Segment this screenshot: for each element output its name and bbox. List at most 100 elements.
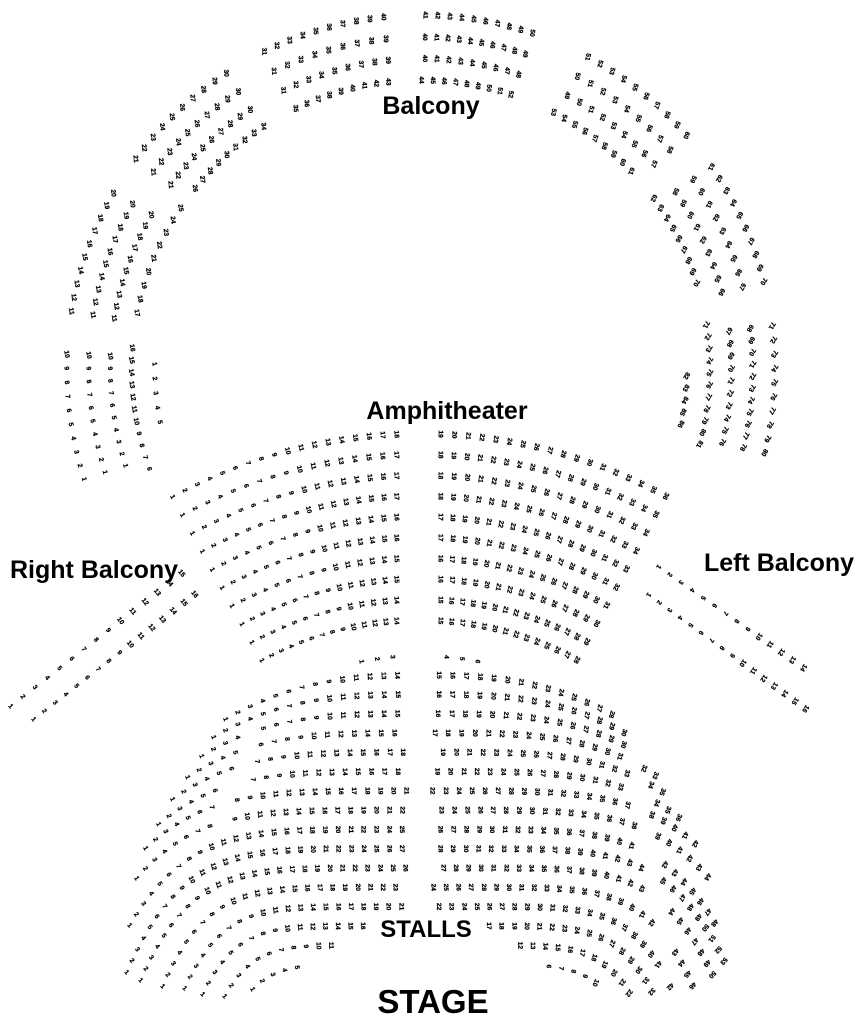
svg-text:48: 48 bbox=[505, 22, 513, 30]
svg-text:32: 32 bbox=[530, 884, 537, 892]
svg-text:41: 41 bbox=[674, 845, 684, 855]
svg-text:9: 9 bbox=[292, 510, 300, 516]
svg-text:75: 75 bbox=[704, 367, 714, 377]
svg-text:8: 8 bbox=[169, 894, 177, 901]
svg-text:27: 27 bbox=[216, 128, 224, 136]
svg-text:61: 61 bbox=[626, 166, 635, 176]
svg-text:60: 60 bbox=[681, 130, 690, 140]
svg-text:27: 27 bbox=[581, 725, 589, 734]
svg-text:28: 28 bbox=[595, 716, 604, 725]
svg-text:39: 39 bbox=[616, 897, 625, 906]
svg-text:18: 18 bbox=[394, 768, 401, 776]
svg-text:2: 2 bbox=[229, 579, 237, 586]
svg-text:49: 49 bbox=[701, 958, 711, 968]
svg-text:1: 1 bbox=[159, 983, 167, 991]
svg-text:7: 7 bbox=[63, 394, 71, 399]
svg-text:10: 10 bbox=[338, 675, 346, 683]
svg-text:20: 20 bbox=[503, 676, 511, 684]
svg-text:15: 15 bbox=[392, 575, 400, 583]
svg-text:37: 37 bbox=[314, 95, 321, 103]
svg-text:5: 5 bbox=[160, 932, 168, 939]
svg-text:53: 53 bbox=[549, 108, 557, 117]
svg-text:13: 13 bbox=[368, 557, 376, 565]
svg-text:18: 18 bbox=[363, 787, 370, 795]
svg-text:3: 3 bbox=[139, 900, 147, 907]
svg-text:11: 11 bbox=[343, 561, 351, 570]
svg-text:16: 16 bbox=[106, 248, 114, 257]
svg-text:38: 38 bbox=[371, 58, 378, 66]
svg-text:55: 55 bbox=[629, 139, 638, 149]
svg-text:6: 6 bbox=[284, 689, 292, 694]
svg-text:13: 13 bbox=[339, 477, 347, 486]
svg-text:8: 8 bbox=[105, 658, 113, 665]
svg-text:49: 49 bbox=[516, 25, 524, 33]
svg-text:24: 24 bbox=[532, 637, 541, 647]
svg-text:42: 42 bbox=[372, 80, 379, 88]
svg-text:6: 6 bbox=[257, 742, 265, 747]
svg-text:39: 39 bbox=[366, 15, 373, 23]
svg-text:8: 8 bbox=[732, 617, 740, 624]
svg-text:20: 20 bbox=[463, 473, 471, 481]
svg-text:7: 7 bbox=[279, 536, 287, 542]
svg-text:40: 40 bbox=[380, 13, 387, 21]
svg-text:35: 35 bbox=[598, 795, 606, 803]
svg-text:3: 3 bbox=[147, 954, 155, 962]
svg-text:13: 13 bbox=[332, 749, 339, 757]
svg-text:1: 1 bbox=[198, 548, 206, 555]
svg-text:14: 14 bbox=[278, 886, 285, 894]
svg-text:22: 22 bbox=[496, 520, 504, 529]
svg-text:21: 21 bbox=[501, 627, 510, 636]
svg-text:25: 25 bbox=[538, 595, 547, 605]
svg-text:39: 39 bbox=[658, 816, 667, 826]
svg-text:63: 63 bbox=[703, 247, 713, 257]
svg-text:28: 28 bbox=[594, 729, 603, 738]
svg-text:22: 22 bbox=[511, 608, 520, 617]
svg-text:30: 30 bbox=[584, 757, 592, 766]
svg-text:29: 29 bbox=[520, 788, 527, 796]
svg-text:29: 29 bbox=[475, 826, 482, 834]
svg-text:36: 36 bbox=[552, 865, 559, 873]
svg-text:20: 20 bbox=[471, 729, 478, 737]
svg-text:12: 12 bbox=[209, 862, 218, 871]
svg-text:9: 9 bbox=[308, 549, 316, 555]
svg-text:48: 48 bbox=[695, 947, 705, 957]
svg-text:19: 19 bbox=[475, 710, 482, 718]
svg-text:34: 34 bbox=[555, 885, 562, 893]
svg-text:30: 30 bbox=[588, 548, 598, 558]
svg-text:6: 6 bbox=[153, 913, 161, 920]
svg-text:8: 8 bbox=[208, 911, 216, 918]
svg-text:7: 7 bbox=[141, 455, 149, 460]
svg-text:4: 4 bbox=[202, 776, 210, 782]
svg-text:15: 15 bbox=[324, 787, 331, 795]
svg-text:27: 27 bbox=[203, 111, 211, 119]
svg-text:30: 30 bbox=[477, 864, 484, 872]
svg-text:57: 57 bbox=[655, 134, 664, 144]
svg-text:24: 24 bbox=[525, 732, 532, 740]
svg-text:40: 40 bbox=[602, 871, 610, 880]
svg-text:5: 5 bbox=[67, 422, 75, 427]
svg-text:29: 29 bbox=[577, 543, 586, 553]
svg-text:14: 14 bbox=[380, 691, 387, 699]
svg-text:33: 33 bbox=[616, 782, 624, 791]
svg-text:44: 44 bbox=[676, 958, 686, 968]
svg-text:9: 9 bbox=[270, 452, 278, 458]
svg-text:1: 1 bbox=[183, 774, 191, 780]
svg-text:62: 62 bbox=[649, 193, 659, 203]
svg-text:43: 43 bbox=[637, 884, 646, 894]
svg-text:43: 43 bbox=[625, 858, 634, 867]
svg-text:24: 24 bbox=[527, 570, 536, 579]
svg-text:26: 26 bbox=[193, 120, 201, 128]
svg-text:76: 76 bbox=[717, 437, 727, 447]
svg-text:29: 29 bbox=[573, 519, 582, 529]
svg-text:42: 42 bbox=[444, 34, 451, 42]
svg-text:17: 17 bbox=[347, 903, 354, 911]
svg-text:8: 8 bbox=[289, 945, 296, 950]
svg-text:8: 8 bbox=[569, 969, 577, 974]
svg-text:3: 3 bbox=[246, 704, 254, 710]
svg-text:29: 29 bbox=[515, 807, 522, 815]
svg-text:3: 3 bbox=[161, 829, 169, 835]
svg-text:36: 36 bbox=[538, 846, 545, 854]
svg-text:21: 21 bbox=[386, 806, 393, 814]
svg-text:51: 51 bbox=[586, 79, 595, 88]
svg-text:19: 19 bbox=[471, 578, 479, 587]
